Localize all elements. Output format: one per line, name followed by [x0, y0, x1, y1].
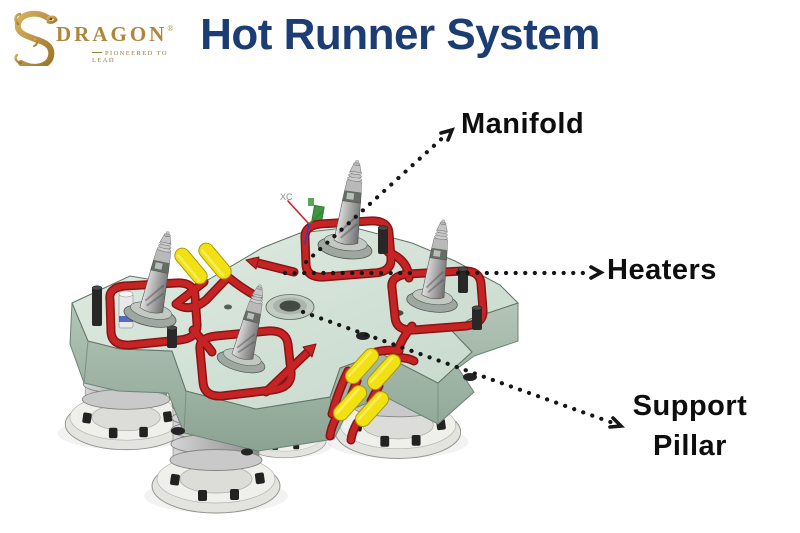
- heater-capsule: [174, 247, 208, 285]
- brand-name: DRAGON: [56, 22, 168, 46]
- heater-capsule: [344, 347, 380, 385]
- heater-capsule: [332, 384, 368, 422]
- page-title: Hot Runner System: [200, 10, 600, 59]
- heater-capsule: [366, 353, 402, 391]
- support-pillar-leader-line: [300, 309, 616, 426]
- brand-tagline: PIONEERED TO LEAD: [92, 50, 178, 64]
- support-pillar-label-line2: Pillar: [653, 430, 727, 462]
- melt-flow-arrow-right: [302, 343, 317, 358]
- manifold-leader-arrowhead: [439, 127, 456, 142]
- runner-channels: [110, 221, 483, 440]
- melt-flow-arrow-left: [245, 256, 260, 270]
- dowel-pins: [91, 225, 483, 381]
- brand-logo: DRAGON® PIONEERED TO LEAD: [8, 6, 178, 70]
- manifold-leader-line: [303, 130, 451, 265]
- support-pillar-leader-arrowhead: [608, 416, 625, 429]
- heaters-label: Heaters: [607, 254, 717, 286]
- heaters-leader-arrowhead: [589, 265, 605, 280]
- axes-label: XC: [280, 192, 293, 202]
- support-pillar-label-line1: Support: [632, 390, 748, 422]
- thermocouple-connector: [308, 198, 325, 224]
- registered-mark: ®: [167, 24, 174, 33]
- support-pillar-label: Support Pillar: [604, 386, 776, 466]
- callout-lines: [282, 127, 625, 429]
- manifold-label: Manifold: [461, 108, 585, 140]
- dragon-icon: [14, 10, 58, 70]
- heater-capsule: [354, 390, 390, 428]
- heater-connectors: [174, 242, 402, 428]
- heater-capsule: [198, 242, 232, 280]
- coordinate-triad: XC: [280, 192, 323, 245]
